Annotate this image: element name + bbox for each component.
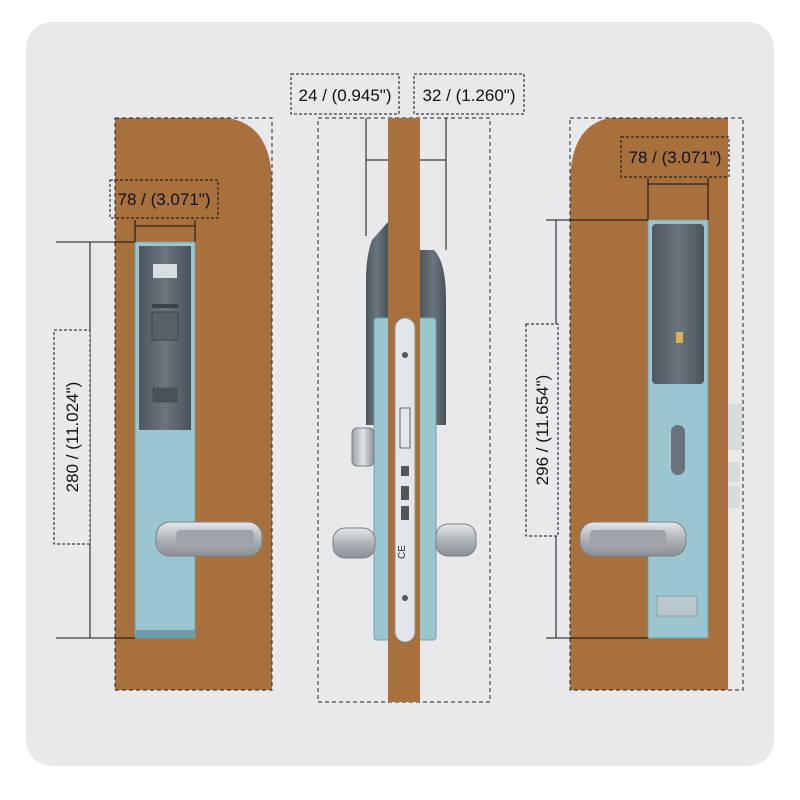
back-width-label: 78 / (3.071")	[629, 148, 722, 167]
door-outline-front	[114, 117, 273, 691]
reader-window	[151, 311, 179, 341]
side-right-label-box	[413, 73, 525, 115]
side-lever-left	[332, 527, 376, 559]
deadbolt-window-3	[401, 506, 409, 520]
thumb-turn	[351, 427, 375, 467]
battery-cover-icon	[652, 224, 704, 384]
plate-bottom-cap	[135, 630, 195, 638]
latch-bolt-2	[728, 462, 740, 482]
side-right-label: 32 / (1.260")	[423, 86, 516, 105]
ce-mark-icon: CE	[397, 545, 408, 559]
battery-indicator	[676, 332, 683, 343]
front-height-label-box	[53, 329, 91, 545]
front-view: 78 / (3.071") 280 / (11.024")	[53, 117, 273, 691]
back-width-label-box	[620, 136, 730, 178]
side-plate-left	[373, 317, 391, 641]
lever-handle-inset-front	[176, 530, 254, 548]
lever-handle-inset-back	[590, 530, 666, 548]
back-height-label: 296 / (11.654")	[533, 375, 552, 486]
deadbolt-window-1	[401, 466, 409, 476]
side-lever-right	[435, 523, 477, 557]
side-plate-right	[417, 317, 437, 641]
deadbolt-window-2	[401, 486, 409, 500]
latch-window	[399, 407, 411, 449]
latch-bolt-3	[728, 486, 740, 508]
mortise-faceplate	[394, 317, 416, 643]
side-left-label: 24 / (0.945")	[299, 86, 392, 105]
back-height-label-box	[525, 323, 559, 537]
faceplate-screw-bottom	[402, 595, 408, 601]
logo-badge	[153, 264, 177, 278]
reader-slot-line	[152, 304, 178, 308]
back-view: 78 / (3.071") 296 / (11.654")	[525, 117, 744, 691]
side-view: CE 24 / (0.945") 32 / (1.260")	[290, 73, 525, 703]
front-width-label: 78 / (3.071")	[118, 190, 211, 209]
faceplate-screw-top	[402, 352, 408, 358]
keypad-grid	[152, 387, 178, 403]
front-height-label: 280 / (11.024")	[63, 382, 82, 493]
door-outline-back	[569, 117, 744, 691]
keyhole-icon	[671, 425, 685, 475]
privacy-indicator	[656, 595, 698, 617]
latch-bolt-1	[728, 404, 742, 450]
side-left-label-box	[290, 73, 400, 115]
front-width-label-box	[109, 179, 219, 219]
